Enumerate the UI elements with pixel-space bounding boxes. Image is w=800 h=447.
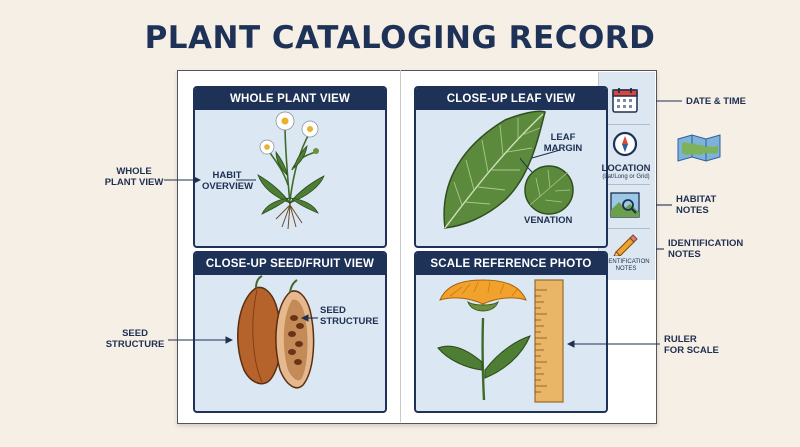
connector-leaf-margin bbox=[531, 149, 561, 159]
venation-label: VENATION bbox=[524, 215, 573, 226]
ruler-illustration bbox=[534, 279, 564, 403]
location-sublabel: (Lat/Long or Grid) bbox=[602, 174, 650, 180]
compass-icon bbox=[612, 131, 638, 157]
scale-flower-illustration bbox=[437, 279, 531, 401]
external-habitat-label: HABITAT NOTES bbox=[676, 194, 717, 216]
panel-header-seed: CLOSE-UP SEED/FRUIT VIEW bbox=[195, 253, 385, 275]
habitat-photo-icon bbox=[610, 192, 640, 218]
external-whole-plant-label: WHOLE PLANT VIEW bbox=[104, 166, 164, 188]
leaf-margin-label: LEAF MARGIN bbox=[543, 132, 583, 154]
sidebar-divider bbox=[602, 124, 650, 125]
panel-header-scale: SCALE REFERENCE PHOTO bbox=[416, 253, 606, 275]
map-icon bbox=[677, 134, 721, 162]
panel-whole-plant: WHOLE PLANT VIEW bbox=[193, 86, 387, 248]
whole-plant-illustration bbox=[257, 111, 325, 230]
external-identification-label: IDENTIFICATION NOTES bbox=[668, 238, 744, 260]
calendar-icon bbox=[612, 88, 638, 113]
sidebar-divider bbox=[602, 228, 650, 229]
seed-structure-callout: SEED STRUCTURE bbox=[320, 305, 379, 327]
seed-pod-illustration bbox=[237, 275, 315, 389]
pencil-icon bbox=[613, 234, 638, 256]
external-ruler-label: RULER FOR SCALE bbox=[664, 334, 719, 356]
panel-scale: SCALE REFERENCE PHOTO bbox=[414, 251, 608, 413]
book-spine bbox=[400, 70, 401, 422]
page-title: PLANT CATALOGING RECORD bbox=[144, 20, 656, 56]
panel-header-whole-plant: WHOLE PLANT VIEW bbox=[195, 88, 385, 110]
leaf-illustration bbox=[443, 110, 574, 229]
external-seed-structure-label: SEED STRUCTURE bbox=[105, 328, 165, 350]
external-date-time-label: DATE & TIME bbox=[686, 96, 746, 107]
habit-overview-label: HABIT OVERVIEW bbox=[202, 170, 254, 192]
panel-header-leaf: CLOSE-UP LEAF VIEW bbox=[416, 88, 606, 110]
sidebar-divider bbox=[602, 184, 650, 185]
identification-label: IDENTIFICATION NOTES bbox=[602, 259, 650, 272]
location-label: LOCATION bbox=[601, 163, 651, 174]
